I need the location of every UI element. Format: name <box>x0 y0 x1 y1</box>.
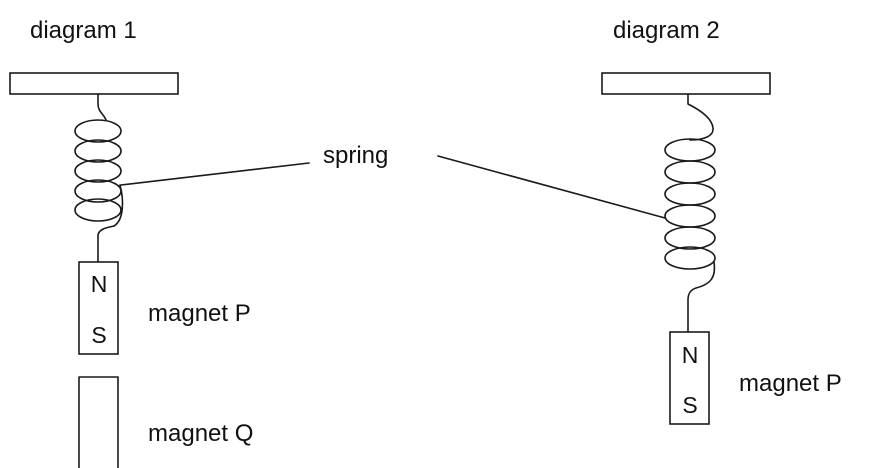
diagram-1-spring-bottom-wire <box>97 225 115 263</box>
diagram-2-spring-coil <box>664 160 716 184</box>
diagram-2-spring-top-wire <box>687 93 714 141</box>
diagram-1-spring <box>74 119 124 227</box>
diagram-2-spring-coil <box>664 204 716 228</box>
diagram-1-support <box>9 72 179 95</box>
diagram-2-magnet-p-south-pole: S <box>682 392 697 418</box>
diagram-1-spring-coil <box>74 159 122 183</box>
diagram-1-magnet-p-south-pole: S <box>91 322 106 348</box>
diagram-1-magnet-q <box>78 376 119 468</box>
diagram-2-spring-coil <box>664 226 716 250</box>
diagram-2-spring-bottom-wire <box>687 261 716 333</box>
spring-label: spring <box>323 142 388 169</box>
diagram-1-spring-top-wire <box>97 93 107 121</box>
diagram-2-support <box>601 72 771 95</box>
diagram-2-spring-coil <box>664 138 716 162</box>
diagram-2-magnet-p-north-pole: N <box>682 342 699 368</box>
diagram-2-spring-coil <box>664 182 716 206</box>
diagram-1-magnet-p-label: magnet P <box>148 300 251 327</box>
diagram-1-spring-coil <box>74 119 122 143</box>
diagram-2-magnet-p-label: magnet P <box>739 370 842 397</box>
spring-leader-line-left <box>120 162 310 186</box>
diagram-1-spring-coil <box>74 198 122 222</box>
diagram-1-title: diagram 1 <box>30 17 137 44</box>
diagram-1-spring-coil <box>74 139 122 163</box>
diagram-1-magnet-p-north-pole: N <box>91 271 108 297</box>
diagram-1-spring-back-strand <box>113 184 124 227</box>
diagram-2-spring-coil <box>664 246 716 270</box>
diagram-1: diagram 1 N S magnet P magnet Q <box>9 17 253 468</box>
diagram-2-spring <box>664 138 716 270</box>
diagram-2: diagram 2 N S magnet P <box>601 17 842 425</box>
diagram-2-magnet-p <box>669 331 710 425</box>
diagram-1-magnet-p <box>78 261 119 355</box>
diagram-2-title: diagram 2 <box>613 17 720 44</box>
spring-callout: spring <box>120 142 666 219</box>
diagram-1-magnet-q-label: magnet Q <box>148 420 253 447</box>
spring-leader-line-right <box>437 155 666 219</box>
